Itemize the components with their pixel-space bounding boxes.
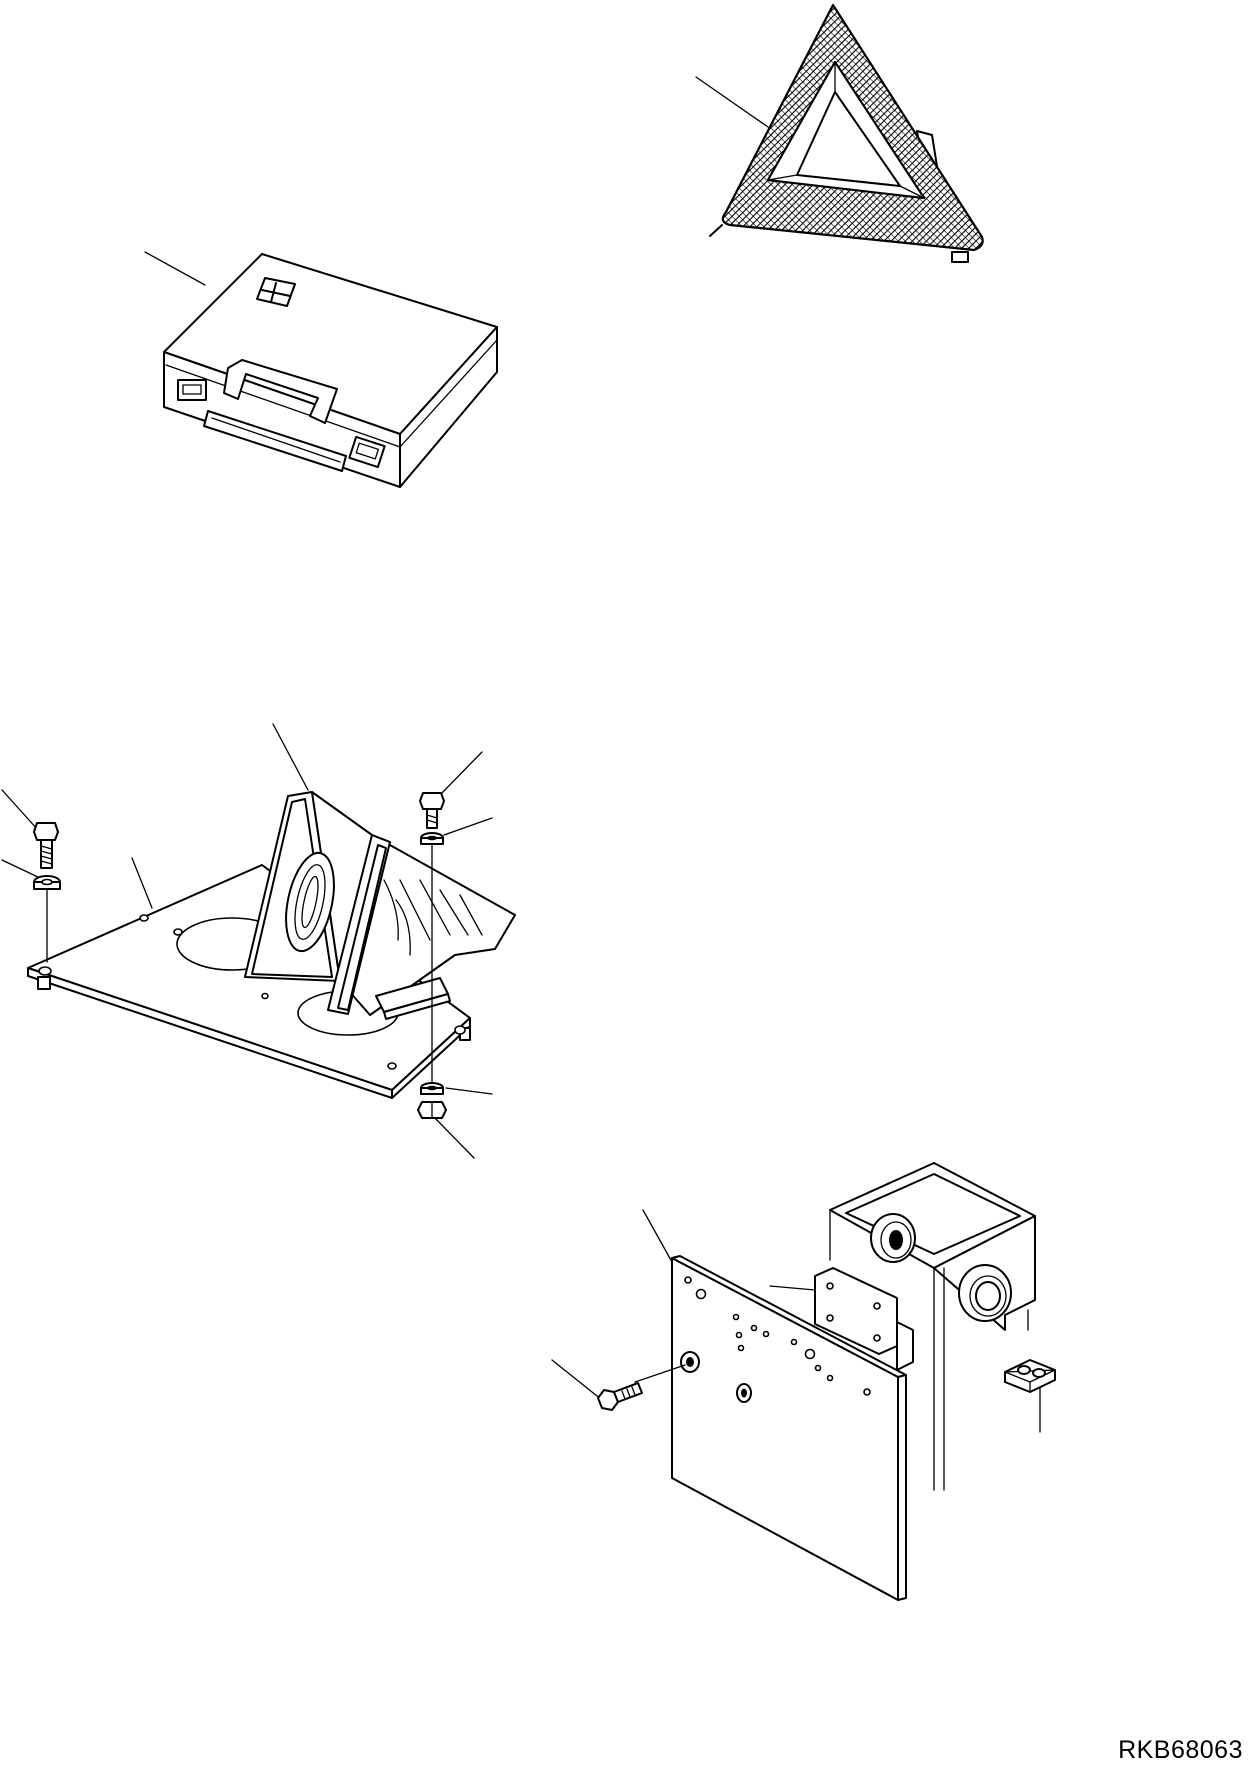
leader-line-triangle [695, 76, 769, 128]
leader-line-washer-left [1, 859, 41, 879]
leader-line-washer-right [443, 817, 493, 836]
leader-line-washer-lower [445, 1087, 493, 1095]
first-aid-kit-case [144, 251, 498, 488]
washer-left [33, 875, 61, 890]
license-plate-mount [551, 1162, 1056, 1601]
warning-triangle [695, 3, 984, 263]
leader-line-case [144, 251, 206, 286]
leader-line-nut-lower [431, 1114, 475, 1159]
bolt-right [419, 792, 445, 829]
leader-line-bolt-plate [551, 1359, 603, 1401]
bolt-plate [597, 1364, 686, 1411]
case-handle [203, 359, 347, 472]
bolt-left [33, 822, 59, 869]
leader-line-bolt-right [437, 751, 483, 798]
leader-line-chock [272, 723, 309, 791]
leader-line-plate [131, 857, 153, 909]
leader-line-plate-mount [642, 1209, 673, 1263]
washer-right-upper [420, 832, 444, 845]
nut-right-lower [417, 1101, 447, 1119]
clip [1004, 1359, 1056, 1393]
drawing-reference-code: RKB68063 [1118, 1736, 1243, 1764]
cross-emblem-icon [256, 277, 296, 307]
wheel-chock-with-bracket [1, 723, 516, 1159]
washer-right-lower [420, 1082, 444, 1095]
leader-line-bolt-left [1, 789, 39, 831]
